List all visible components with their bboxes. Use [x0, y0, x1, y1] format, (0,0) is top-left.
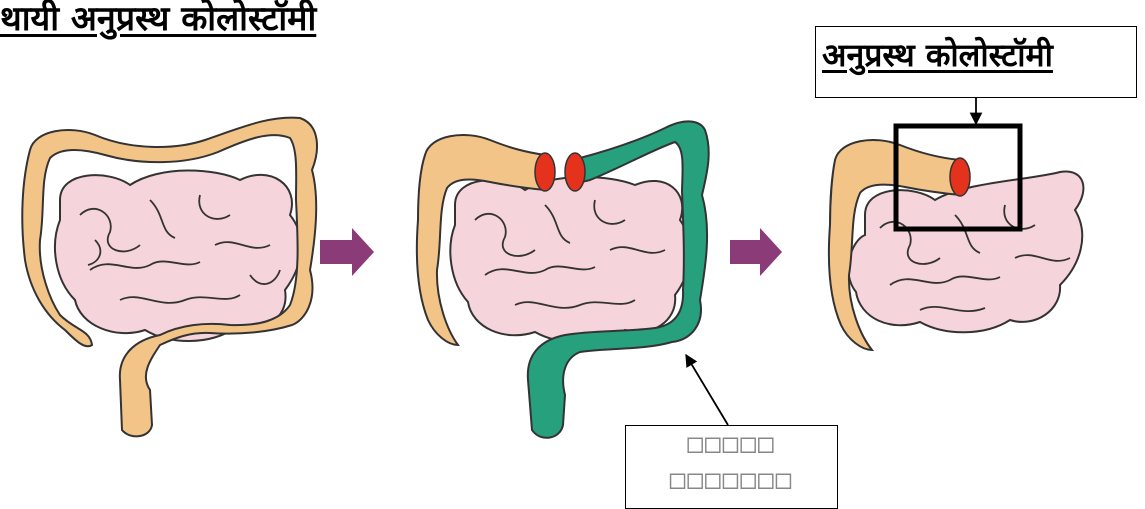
stage-1-intact-colon — [22, 118, 317, 437]
stage-arrow-2 — [730, 228, 782, 276]
stoma-cut-end-distal — [565, 153, 585, 191]
label-transverse-colostomy: अनुप्रस्थ कोलोस्टॉमी — [822, 33, 1053, 76]
small-intestine-1 — [55, 170, 301, 341]
stage-3-transverse-colostomy — [829, 126, 1084, 350]
label-box-transverse-colostomy: अनुप्रस्थ कोलोस्टॉमी — [815, 26, 1137, 98]
stage-arrow-1 — [320, 228, 374, 276]
stoma-opening — [950, 158, 970, 196]
pointer-arrow-removed — [686, 355, 728, 425]
small-intestine-3 — [848, 172, 1083, 333]
label-box-removed-segment: □□□□□ □□□□□□□ — [625, 425, 838, 509]
stoma-cut-end-proximal — [535, 153, 555, 191]
small-intestine-2 — [450, 177, 690, 342]
label-removed-line-1: □□□□□ — [626, 426, 837, 462]
stage-2-colon-divided — [417, 121, 709, 437]
label-removed-line-2: □□□□□□□ — [626, 462, 837, 498]
